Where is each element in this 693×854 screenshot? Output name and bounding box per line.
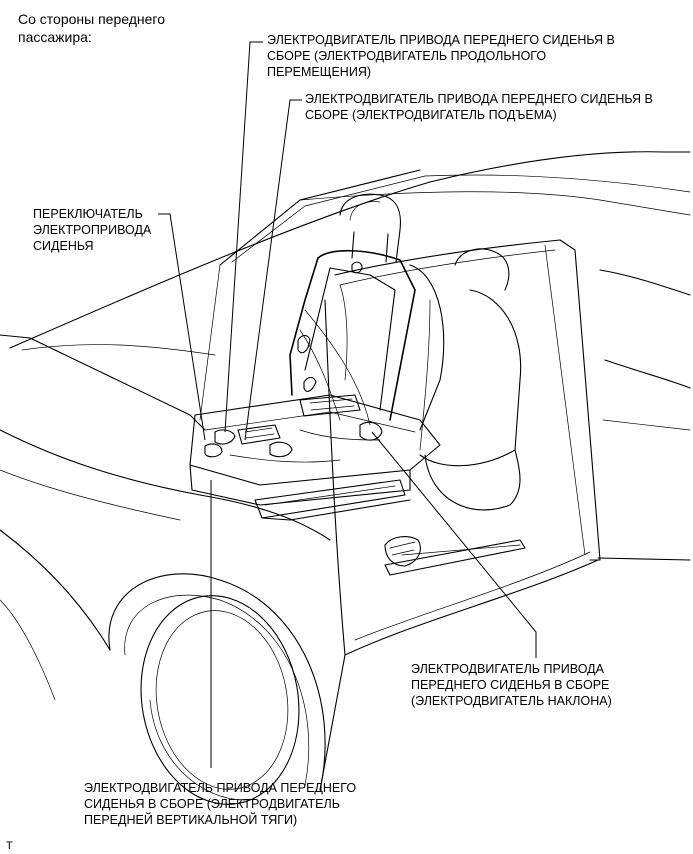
leader-lines [158, 41, 537, 768]
front-seat [189, 193, 445, 567]
label-seat-switch-line-1: ПЕРЕКЛЮЧАТЕЛЬ [33, 207, 143, 221]
title-line-1: Со стороны переднего [18, 11, 165, 27]
title-line-2: пассажира: [18, 29, 92, 45]
label-vertical-motor-line-3: ПЕРЕДНЕЙ ВЕРТИКАЛЬНОЙ ТЯГИ) [84, 813, 298, 827]
label-vertical-motor-line-2: СИДЕНЬЯ В СБОРЕ (ЭЛЕКТРОДВИГАТЕЛЬ [84, 797, 340, 811]
label-recliner-motor: ЭЛЕКТРОДВИГАТЕЛЬ ПРИВОДА ПЕРЕДНЕГО СИДЕН… [411, 661, 612, 709]
label-slide-motor-line-2: СБОРЕ (ЭЛЕКТРОДВИГАТЕЛЬ ПРОДОЛЬНОГО [267, 49, 547, 63]
label-lifter-motor: ЭЛЕКТРОДВИГАТЕЛЬ ПРИВОДА ПЕРЕДНЕГО СИДЕН… [305, 91, 653, 123]
label-recliner-motor-line-3: (ЭЛЕКТРОДВИГАТЕЛЬ НАКЛОНА) [411, 694, 612, 708]
car-body-outline [0, 151, 691, 805]
label-seat-switch: ПЕРЕКЛЮЧАТЕЛЬ ЭЛЕКТРОПРИВОДА СИДЕНЬЯ [33, 206, 151, 254]
label-slide-motor-line-3: ПЕРЕМЕЩЕНИЯ) [267, 65, 372, 79]
label-seat-switch-line-3: СИДЕНЬЯ [33, 239, 94, 253]
label-vertical-motor: ЭЛЕКТРОДВИГАТЕЛЬ ПРИВОДА ПЕРЕДНЕГО СИДЕН… [84, 780, 356, 828]
label-lifter-motor-line-1: ЭЛЕКТРОДВИГАТЕЛЬ ПРИВОДА ПЕРЕДНЕГО СИДЕН… [305, 92, 653, 106]
label-slide-motor-line-1: ЭЛЕКТРОДВИГАТЕЛЬ ПРИВОДА ПЕРЕДНЕГО СИДЕН… [267, 33, 615, 47]
diagram-title: Со стороны переднего пассажира: [18, 10, 165, 46]
leader-seat-switch [158, 213, 206, 441]
leader-slide-motor [224, 41, 263, 433]
rear-seat [419, 248, 522, 511]
label-slide-motor: ЭЛЕКТРОДВИГАТЕЛЬ ПРИВОДА ПЕРЕДНЕГО СИДЕН… [267, 32, 615, 80]
leader-recliner-motor [371, 431, 537, 658]
label-recliner-motor-line-1: ЭЛЕКТРОДВИГАТЕЛЬ ПРИВОДА [411, 662, 604, 676]
label-seat-switch-line-2: ЭЛЕКТРОПРИВОДА [33, 223, 152, 237]
label-lifter-motor-line-2: СБОРЕ (ЭЛЕКТРОДВИГАТЕЛЬ ПОДЪЕМА) [305, 108, 557, 122]
label-vertical-motor-line-1: ЭЛЕКТРОДВИГАТЕЛЬ ПРИВОДА ПЕРЕДНЕГО [84, 781, 357, 795]
leader-lifter-motor [244, 99, 302, 441]
label-recliner-motor-line-2: ПЕРЕДНЕГО СИДЕНЬЯ В СБОРЕ [411, 678, 610, 692]
footer-mark: T [6, 840, 13, 852]
